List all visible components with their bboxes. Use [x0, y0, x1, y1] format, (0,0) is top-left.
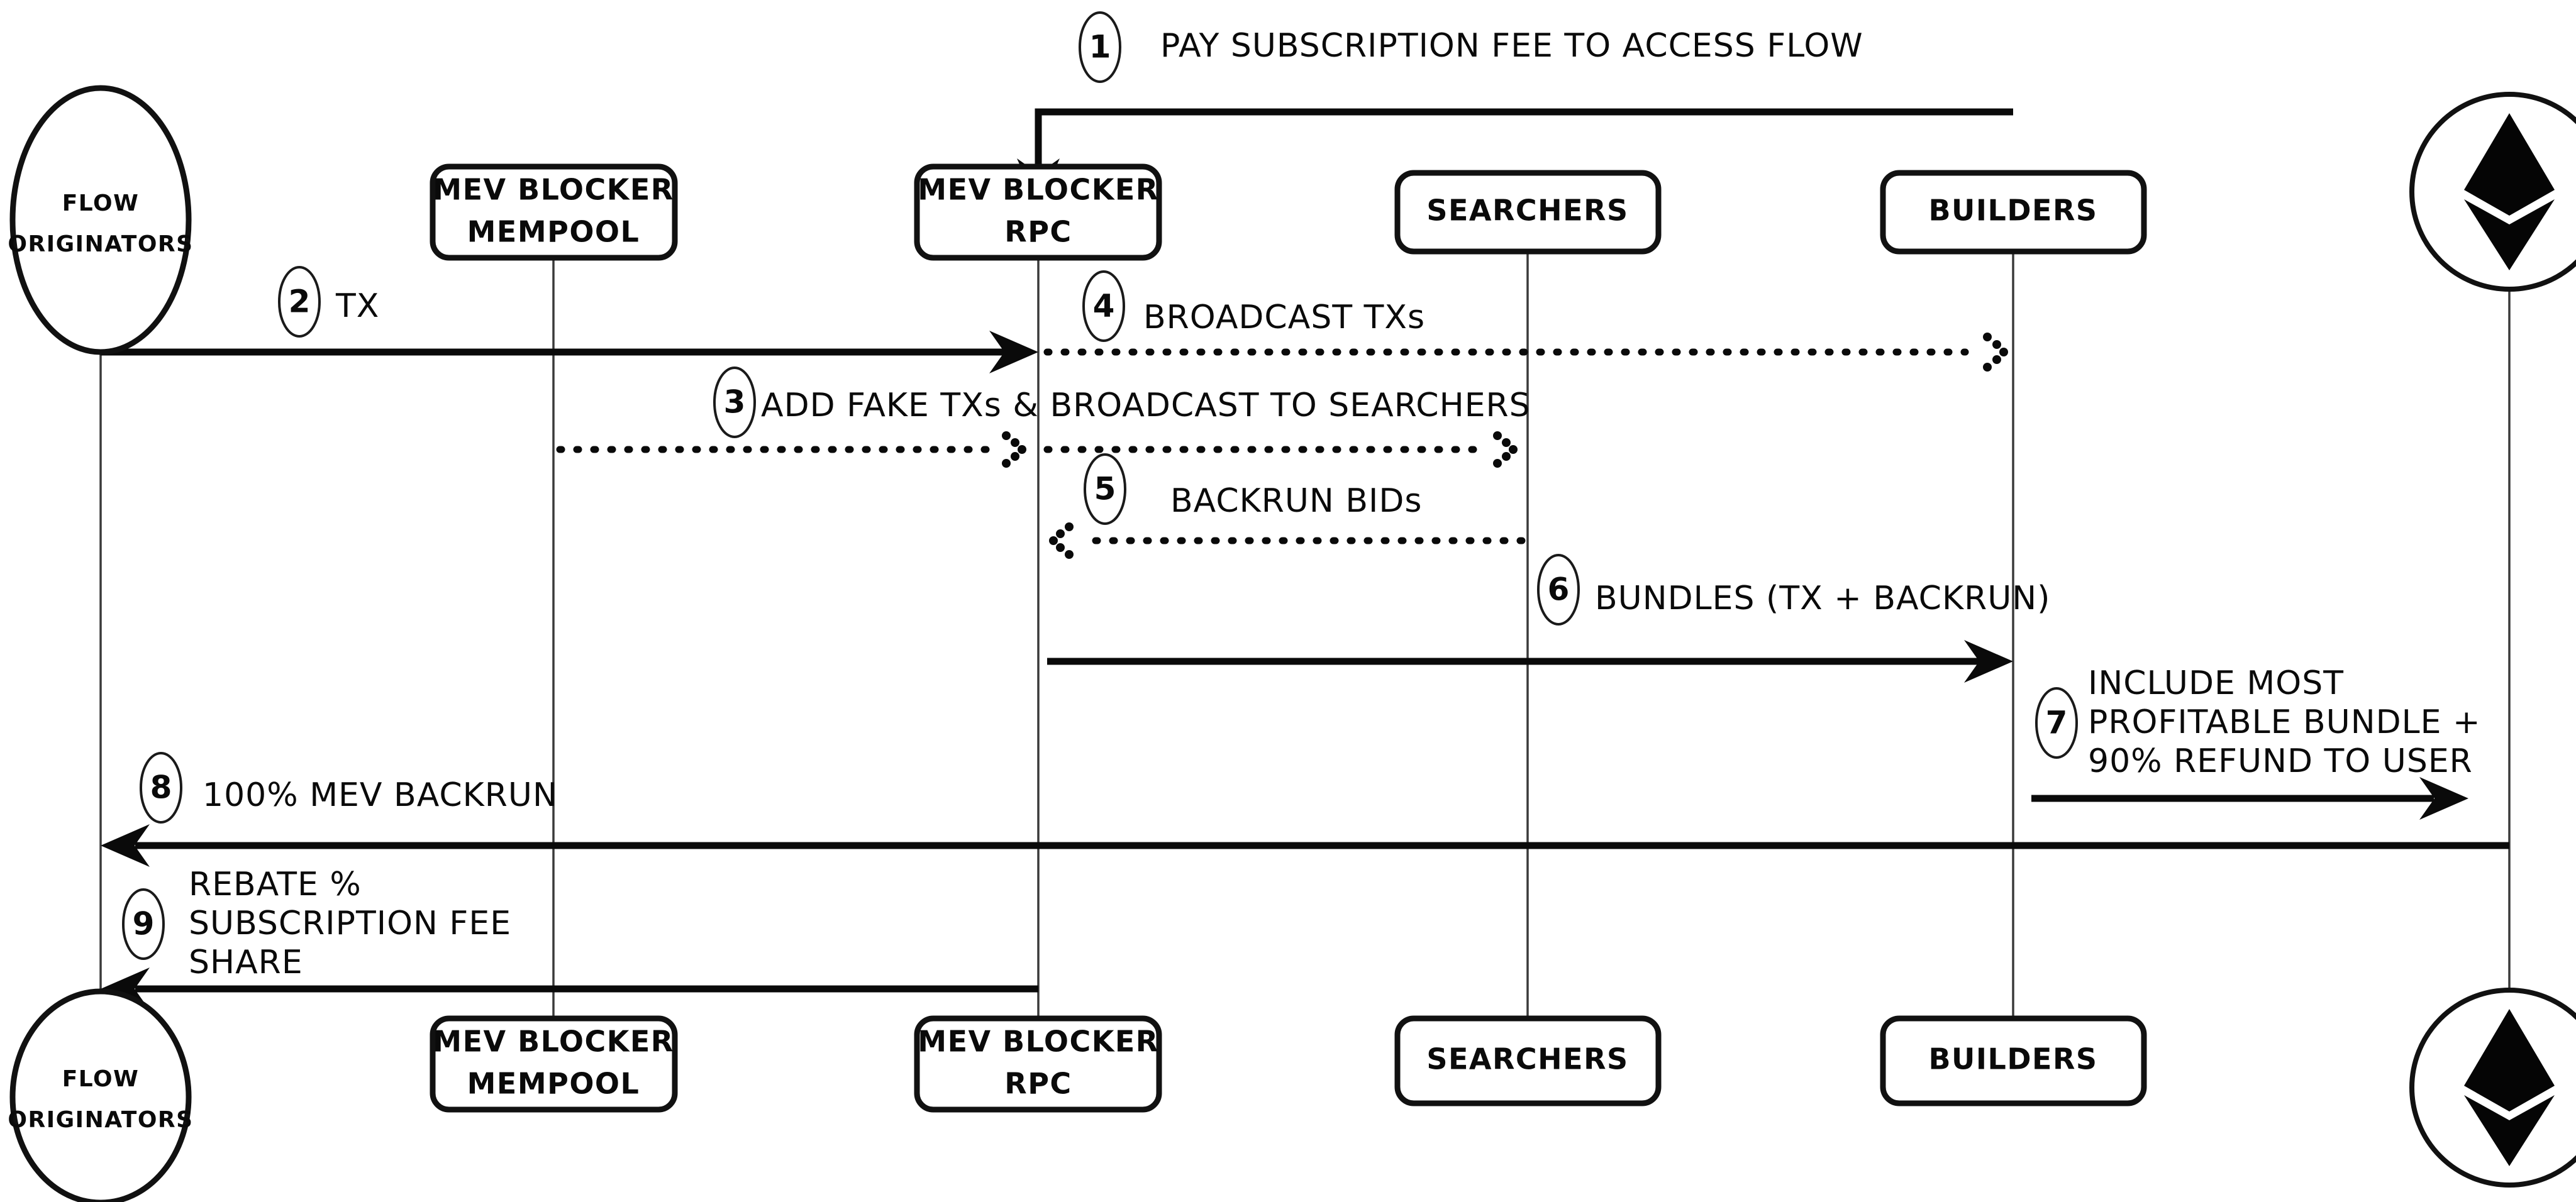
flow-originators-label-top-line2: ORIGINATORS — [8, 231, 193, 257]
message-1-group: 1 PAY SUBSCRIPTION FEE TO ACCESS FLOW — [1017, 11, 2013, 207]
message-5-step-badge — [1084, 453, 1126, 525]
message-2-group: 2 TX — [101, 266, 1038, 373]
flow-originators-label-top-line1: FLOW — [62, 190, 140, 216]
flow-originators-label-bottom-line1: FLOW — [62, 1066, 140, 1092]
mev-blocker-mempool-box-top[interactable] — [430, 163, 678, 261]
message-8-label: 100% MEV BACKRUN — [203, 776, 558, 814]
message-8-group: 8 100% MEV BACKRUN — [101, 752, 2509, 867]
actor-searchers-top[interactable]: SEARCHERS — [1394, 170, 1662, 255]
actor-ethereum-top[interactable] — [2409, 92, 2576, 292]
message-2-step-number: 2 — [289, 284, 311, 320]
message-7-step-badge — [2035, 687, 2078, 759]
message-3-arrow-head-a — [1002, 431, 1026, 468]
message-5-step-number: 5 — [1094, 471, 1116, 507]
message-1-arrow-line — [1035, 108, 2013, 176]
mev-blocker-mempool-label-bottom-line1: MEV BLOCKER — [433, 1025, 674, 1059]
message-9-label-line2: SUBSCRIPTION FEE — [189, 905, 511, 942]
message-4-label: BROADCAST TXs — [1143, 299, 1425, 336]
mev-blocker-mempool-label-top-line2: MEMPOOL — [467, 215, 640, 249]
message-7-group: 7 INCLUDE MOST PROFITABLE BUNDLE + 90% R… — [2031, 664, 2481, 820]
message-9-step-badge — [122, 888, 165, 960]
flow-originators-ellipse-top[interactable] — [9, 85, 192, 355]
actor-flow-originators-top[interactable]: FLOW ORIGINATORS — [8, 85, 193, 355]
message-4-step-badge — [1082, 270, 1125, 342]
mev-blocker-rpc-box-top[interactable] — [914, 163, 1162, 261]
mev-blocker-rpc-label-top-line1: MEV BLOCKER — [918, 173, 1158, 207]
builders-box-top[interactable] — [1880, 170, 2147, 255]
actor-mev-blocker-mempool-top[interactable]: MEV BLOCKER MEMPOOL — [430, 163, 678, 261]
message-8-arrow-head — [101, 824, 150, 867]
message-2-label: TX — [335, 287, 379, 325]
message-6-group: 6 BUNDLES (TX + BACKRUN) — [1047, 554, 2050, 683]
message-7-label-line3: 90% REFUND TO USER — [2088, 742, 2473, 780]
message-5-label: BACKRUN BIDs — [1170, 482, 1423, 520]
actor-mev-blocker-rpc-top[interactable]: MEV BLOCKER RPC — [914, 163, 1162, 261]
message-3-group: 3 ADD FAKE TXs & BROADCAST TO SEARCHERS — [556, 367, 1531, 468]
message-8-step-badge — [140, 752, 182, 824]
flow-originators-ellipse-bottom[interactable] — [9, 988, 192, 1202]
message-8-step-number: 8 — [150, 769, 172, 806]
message-7-step-number: 7 — [2046, 705, 2068, 741]
actor-searchers-bottom[interactable]: SEARCHERS — [1394, 1015, 1662, 1106]
message-6-arrow-head — [1964, 640, 2013, 683]
message-1-step-number: 1 — [1089, 29, 1111, 65]
mev-blocker-rpc-label-bottom-line2: RPC — [1004, 1067, 1072, 1101]
ethereum-logo-icon-top — [2464, 113, 2555, 270]
mev-blocker-mempool-label-top-line1: MEV BLOCKER — [433, 173, 674, 207]
message-9-label-line1: REBATE % — [189, 866, 362, 903]
lifelines — [99, 226, 2511, 1018]
builders-box-bottom[interactable] — [1880, 1015, 2147, 1106]
message-4-arrow-head — [1983, 333, 2008, 372]
message-9-group: 9 REBATE % SUBSCRIPTION FEE SHARE — [101, 866, 1038, 1010]
message-5-group: 5 BACKRUN BIDs — [1049, 453, 1526, 559]
searchers-box-bottom[interactable] — [1394, 1015, 1662, 1106]
mev-blocker-rpc-label-bottom-line1: MEV BLOCKER — [918, 1025, 1158, 1059]
searchers-box-top[interactable] — [1394, 170, 1662, 255]
builders-label-bottom: BUILDERS — [1929, 1042, 2098, 1076]
message-2-arrow-head — [989, 331, 1038, 373]
message-3-step-badge — [713, 367, 756, 438]
ethereum-logo-icon-bottom — [2464, 1009, 2555, 1166]
message-4-group: 4 BROADCAST TXs — [1043, 270, 2008, 372]
message-9-label-line3: SHARE — [189, 944, 303, 981]
message-3-arrow-head-b — [1493, 431, 1518, 468]
mev-blocker-mempool-box-bottom[interactable] — [430, 1015, 678, 1113]
message-5-arrow-head — [1049, 522, 1074, 559]
message-7-arrow-head — [2419, 777, 2468, 820]
message-7-label-line1: INCLUDE MOST — [2088, 664, 2344, 702]
message-6-step-number: 6 — [1548, 571, 1570, 608]
message-4-step-number: 4 — [1093, 288, 1115, 324]
message-1-label: PAY SUBSCRIPTION FEE TO ACCESS FLOW — [1160, 27, 1863, 65]
mev-blocker-rpc-box-bottom[interactable] — [914, 1015, 1162, 1113]
actor-mev-blocker-mempool-bottom[interactable]: MEV BLOCKER MEMPOOL — [430, 1015, 678, 1113]
searchers-label-top: SEARCHERS — [1426, 194, 1628, 228]
message-6-label: BUNDLES (TX + BACKRUN) — [1595, 580, 2050, 617]
actor-mev-blocker-rpc-bottom[interactable]: MEV BLOCKER RPC — [914, 1015, 1162, 1113]
actor-builders-top[interactable]: BUILDERS — [1880, 170, 2147, 255]
mev-blocker-rpc-label-top-line2: RPC — [1004, 215, 1072, 249]
message-6-step-badge — [1537, 554, 1580, 626]
builders-label-top: BUILDERS — [1929, 194, 2098, 228]
actor-flow-originators-bottom[interactable]: FLOW ORIGINATORS — [8, 988, 193, 1202]
searchers-label-bottom: SEARCHERS — [1426, 1042, 1628, 1076]
message-3-label: ADD FAKE TXs & BROADCAST TO SEARCHERS — [761, 387, 1531, 424]
message-3-step-number: 3 — [724, 384, 746, 421]
message-2-step-badge — [278, 266, 321, 338]
flow-originators-label-bottom-line2: ORIGINATORS — [8, 1107, 193, 1133]
actor-builders-bottom[interactable]: BUILDERS — [1880, 1015, 2147, 1106]
message-7-label-line2: PROFITABLE BUNDLE + — [2088, 703, 2481, 741]
mev-blocker-mempool-label-bottom-line2: MEMPOOL — [467, 1067, 640, 1101]
message-9-step-number: 9 — [133, 906, 155, 942]
actor-ethereum-bottom[interactable] — [2409, 988, 2576, 1188]
message-1-step-badge — [1079, 11, 1121, 83]
